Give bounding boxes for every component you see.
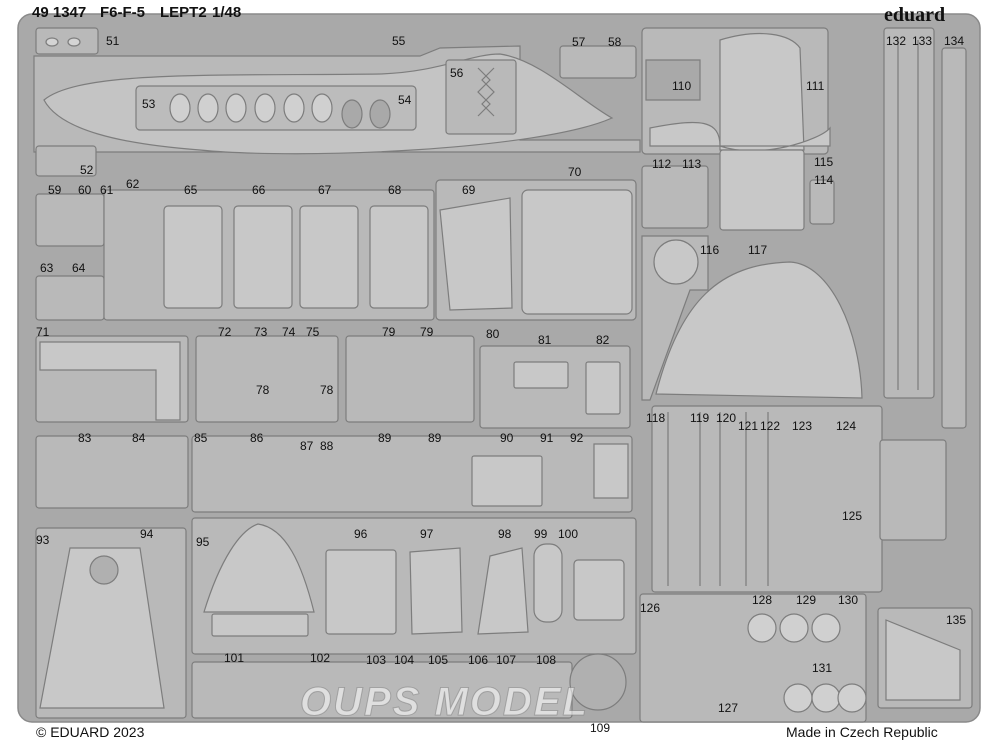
part-label: 128 [752,593,773,607]
header-scale: 1/48 [212,4,242,21]
part-label: 71 [36,325,50,339]
part-label: 102 [310,651,331,665]
part-label: 89 [428,431,442,445]
part-label: 109 [590,721,611,735]
part-label: 67 [318,183,332,197]
part-label: 99 [534,527,548,541]
part-label: 65 [184,183,198,197]
part-label: 114 [814,173,834,187]
part-label: 135 [946,613,967,627]
part-label: 107 [496,653,517,667]
part-label: 74 [282,325,296,339]
part-label: 60 [78,183,92,197]
part-label: 116 [700,243,720,257]
part-label: 131 [812,661,833,675]
part-label: 101 [224,651,245,665]
part-label: 125 [842,509,863,523]
part-label: 122 [760,419,781,433]
part-label: 129 [796,593,817,607]
part-label: 61 [100,183,114,197]
part-label: 68 [388,183,402,197]
part-label: 75 [306,325,320,339]
part-label: 82 [596,333,610,347]
part-label: 78 [256,383,270,397]
part-label: 96 [354,527,368,541]
part-label: 79 [420,325,434,339]
part-label: 73 [254,325,268,339]
part-label: 84 [132,431,146,445]
part-label: 51 [106,34,120,48]
part-label: 70 [568,165,582,179]
part-label: 83 [78,431,92,445]
part-label: 87 [300,439,314,453]
footer-copyright: © EDUARD 2023 [36,724,145,740]
part-label: 124 [836,419,857,433]
part-label: 110 [672,79,692,93]
part-label: 86 [250,431,264,445]
part-label: 108 [536,653,557,667]
part-label: 111 [806,79,825,93]
part-label: 63 [40,261,54,275]
brand-logo: eduard [884,4,946,26]
part-label: 89 [378,431,392,445]
part-label: 115 [814,155,834,169]
part-label: 52 [80,163,94,177]
part-label: 130 [838,593,859,607]
part-label: 120 [716,411,737,425]
footer-origin: Made in Czech Republic [786,724,938,740]
part-label: 62 [126,177,140,191]
part-label: 85 [194,431,208,445]
part-label: 95 [196,535,210,549]
part-label: 97 [420,527,434,541]
part-label: 126 [640,601,661,615]
part-label: 69 [462,183,476,197]
part-label: 98 [498,527,512,541]
part-label: 118 [646,411,666,425]
part-label: 53 [142,97,156,111]
part-label: 134 [944,34,965,48]
part-label: 64 [72,261,86,275]
part-label: 91 [540,431,554,445]
part-label: 105 [428,653,449,667]
watermark: OUPS MODEL [300,680,589,725]
part-label: 80 [486,327,500,341]
part-label: 88 [320,439,334,453]
part-label: 56 [450,66,464,80]
part-label: 78 [320,383,334,397]
part-label: 121 [738,419,759,433]
part-label: 54 [398,93,412,107]
part-label: 93 [36,533,50,547]
part-label: 103 [366,653,387,667]
part-label: 58 [608,35,622,49]
part-label: 112 [652,157,672,171]
part-label: 90 [500,431,514,445]
header-code: 49 1347 [32,4,87,21]
part-label: 119 [690,411,710,425]
part-label: 127 [718,701,739,715]
part-label: 133 [912,34,933,48]
part-label: 66 [252,183,266,197]
part-label: 113 [682,157,702,171]
part-label: 92 [570,431,584,445]
part-label: 79 [382,325,396,339]
part-label: 81 [538,333,552,347]
part-label: 123 [792,419,813,433]
part-label: 94 [140,527,154,541]
part-label: 132 [886,34,907,48]
header-model: F6-F-5 [100,4,145,21]
part-label: 72 [218,325,232,339]
part-label: 117 [748,243,768,257]
part-label: 100 [558,527,579,541]
header-set: LEPT2 [160,4,207,21]
part-label: 59 [48,183,62,197]
part-label: 57 [572,35,586,49]
part-label: 55 [392,34,406,48]
part-label: 104 [394,653,415,667]
part-label: 106 [468,653,489,667]
